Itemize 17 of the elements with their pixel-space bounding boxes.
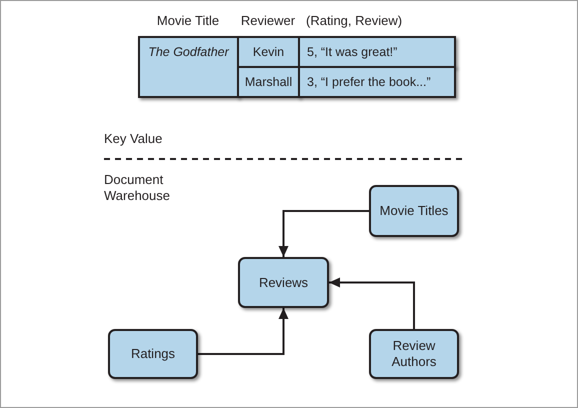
section-label: Document Warehouse	[104, 172, 170, 204]
column-header: Movie Title	[156, 13, 220, 29]
arrow	[329, 278, 415, 329]
column-header: (Rating, Review)	[306, 13, 402, 29]
table-cell: 5, “It was great!”	[298, 36, 456, 68]
arrow	[198, 308, 288, 355]
column-header: Reviewer	[240, 13, 296, 29]
arrow	[278, 210, 369, 257]
table-cell: Kevin	[237, 36, 300, 68]
table-cell: The Godfather	[138, 36, 239, 98]
collection-box: Ratings	[108, 329, 198, 379]
table-cell: Marshall	[237, 66, 300, 98]
table-cell: 3, “I prefer the book...”	[298, 66, 456, 98]
collection-box: Reviews	[238, 257, 329, 308]
collection-box: Movie Titles	[369, 185, 459, 237]
section-label: Key Value	[104, 131, 162, 147]
collection-box: Review Authors	[369, 329, 459, 379]
